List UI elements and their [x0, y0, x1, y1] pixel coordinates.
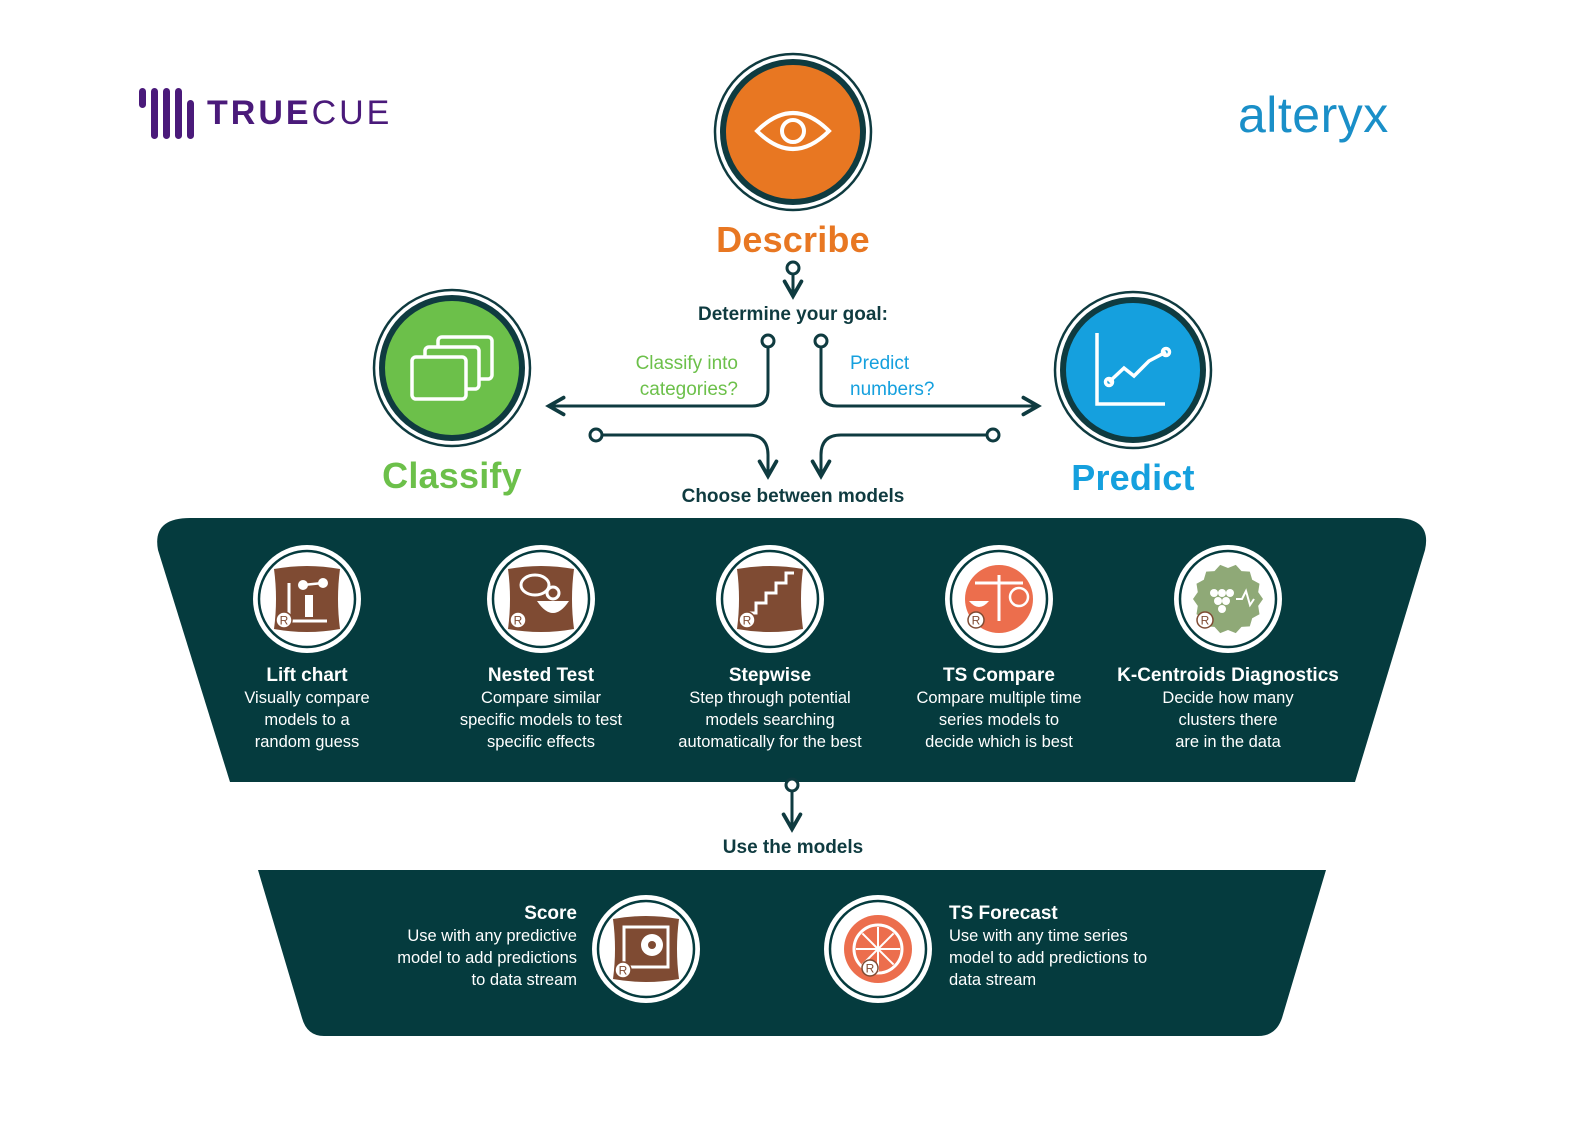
tool-title: TS Compare: [943, 665, 1055, 686]
tool-title: Lift chart: [266, 665, 348, 686]
lift-chart-icon: R: [253, 545, 361, 653]
tool-desc-line: to data stream: [471, 971, 577, 989]
r-badge-letter: R: [743, 614, 752, 628]
tool-desc-line: models searching: [705, 711, 835, 729]
tool-desc-line: Compare multiple time: [916, 689, 1082, 707]
tool-desc-line: data stream: [949, 971, 1037, 989]
score-icon: R: [592, 895, 700, 1003]
tool-desc-line: Compare similar: [480, 689, 602, 707]
describe-label: Describe: [716, 219, 870, 260]
classify-question-line: categories?: [639, 379, 738, 400]
predict-question-line: Predict: [850, 353, 910, 374]
tool-desc-line: random guess: [254, 733, 360, 751]
tool-title: TS Forecast: [949, 903, 1058, 924]
tool-desc-line: clusters there: [1178, 711, 1278, 729]
r-badge-letter: R: [280, 614, 289, 628]
truecue-logo-mark: [139, 88, 194, 139]
tool-ts-forecast: TS Forecast Use with any time series mod…: [949, 902, 1209, 991]
r-badge-letter: R: [972, 614, 981, 628]
r-badge-letter: R: [1201, 614, 1210, 628]
r-badge-icon: R: [967, 611, 985, 629]
tool-k-centroids: K-Centroids Diagnostics Decide how many …: [1093, 664, 1363, 753]
tool-desc-line: model to add predictions: [397, 949, 577, 967]
k-centroids-icon: R: [1174, 545, 1282, 653]
nested-test-icon: R: [487, 545, 595, 653]
tool-desc-line: model to add predictions to: [949, 949, 1148, 967]
truecue-logo-strong: TRUE: [207, 94, 312, 132]
predict-question-line: numbers?: [850, 379, 935, 400]
tool-score: Score Use with any predictive model to a…: [337, 902, 577, 991]
tool-desc-line: Use with any time series: [949, 927, 1128, 945]
tool-lift-chart: Lift chart Visually compare models to a …: [187, 664, 427, 753]
tool-desc-line: series models to: [938, 711, 1060, 729]
classify-circle: [372, 288, 532, 448]
use-panel: [258, 870, 1326, 1036]
tool-desc-line: Use with any predictive: [407, 927, 577, 945]
eye-icon: [754, 111, 832, 151]
predict-question: Predict numbers?: [850, 351, 1010, 403]
r-badge-icon: R: [1196, 611, 1214, 629]
r-badge-icon: R: [614, 961, 632, 979]
tool-desc-line: models to a: [264, 711, 350, 729]
r-badge-letter: R: [866, 962, 875, 976]
r-badge-icon: R: [509, 611, 527, 629]
tool-desc-line: are in the data: [1175, 733, 1281, 751]
classify-question: Classify into categories?: [578, 351, 738, 403]
tool-nested-test: Nested Test Compare similar specific mod…: [421, 664, 661, 753]
predict-circle: [1053, 290, 1213, 450]
predict-label: Predict: [1071, 457, 1195, 498]
tool-title: Nested Test: [487, 665, 595, 686]
r-badge-letter: R: [619, 964, 628, 978]
cards-icon: [410, 335, 494, 401]
r-badge-icon: R: [275, 611, 293, 629]
line-chart-icon: [1095, 333, 1172, 406]
r-badge-icon: R: [738, 611, 756, 629]
r-badge-icon: R: [861, 959, 879, 977]
r-badge-letter: R: [514, 614, 523, 628]
use-models-label: Use the models: [722, 837, 864, 858]
tool-stepwise: Stepwise Step through potential models s…: [650, 664, 890, 753]
goal-prompt: Determine your goal:: [697, 304, 889, 325]
choose-models-label: Choose between models: [681, 486, 905, 507]
truecue-logo: TRUECUE: [207, 94, 392, 133]
classify-label: Classify: [382, 455, 522, 496]
tool-title: K-Centroids Diagnostics: [1117, 665, 1339, 686]
tool-desc-line: Decide how many: [1162, 689, 1294, 707]
classify-question-line: Classify into: [635, 353, 738, 374]
alteryx-logo: alteryx: [1238, 87, 1389, 143]
tool-title: Stepwise: [728, 665, 812, 686]
tool-title: Score: [524, 903, 577, 924]
describe-circle: [713, 52, 873, 212]
flow-connectors: [545, 260, 1042, 833]
compare-panel: [157, 518, 1427, 782]
tool-desc-line: specific models to test: [459, 711, 623, 729]
tool-desc-line: decide which is best: [925, 733, 1073, 751]
tool-desc-line: automatically for the best: [678, 733, 862, 751]
tool-desc-line: Step through potential: [689, 689, 851, 707]
tool-desc-line: Visually compare: [244, 689, 370, 707]
ts-forecast-icon: R: [824, 895, 932, 1003]
stepwise-icon: R: [716, 545, 824, 653]
tool-ts-compare: TS Compare Compare multiple time series …: [879, 664, 1119, 753]
truecue-logo-light: CUE: [311, 94, 393, 132]
tool-desc-line: specific effects: [487, 733, 595, 751]
ts-compare-icon: R: [945, 545, 1053, 653]
